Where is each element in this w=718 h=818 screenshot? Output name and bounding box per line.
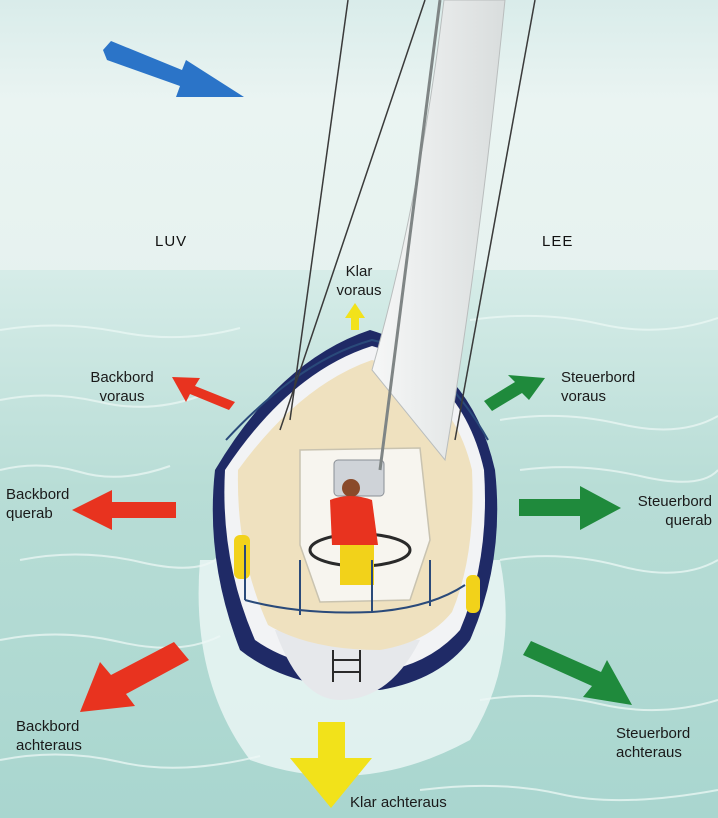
label-starboard-quarter: Steuerbord achteraus xyxy=(616,725,691,761)
label-leeward-lee: LEE xyxy=(542,233,574,250)
label-ahead: Klar voraus xyxy=(336,263,382,299)
lifebuoy-port xyxy=(234,535,250,579)
arrow-port-quarter xyxy=(80,642,189,712)
arrow-astern xyxy=(290,722,372,808)
label-astern: Klar achteraus xyxy=(350,794,447,811)
label-port-beam: Backbord querab xyxy=(6,486,70,522)
arrow-starboard-bow xyxy=(484,375,545,411)
arrow-port-beam xyxy=(72,490,176,530)
wind-arrow-icon xyxy=(103,41,244,97)
arrow-ahead xyxy=(345,303,365,330)
arrow-port-bow xyxy=(172,377,235,410)
label-port-bow: Backbord voraus xyxy=(90,369,154,405)
label-starboard-bow: Steuerbord voraus xyxy=(561,369,636,405)
lifebuoy-starboard xyxy=(466,575,480,613)
label-starboard-beam: Steuerbord querab xyxy=(637,493,712,529)
mast xyxy=(378,0,442,471)
helmsman-head xyxy=(342,479,360,497)
arrow-starboard-quarter xyxy=(523,641,632,705)
label-port-quarter: Backbord achteraus xyxy=(16,718,82,754)
helmsman-body xyxy=(330,496,378,545)
stern-ladder xyxy=(332,650,361,682)
label-windward-luv: LUV xyxy=(155,233,188,250)
arrow-starboard-beam xyxy=(519,486,621,530)
mainsail xyxy=(371,0,506,462)
rigging-lines xyxy=(279,0,536,441)
helmsman-legs xyxy=(340,545,374,585)
wave-pattern xyxy=(0,314,718,802)
sky xyxy=(0,0,718,290)
